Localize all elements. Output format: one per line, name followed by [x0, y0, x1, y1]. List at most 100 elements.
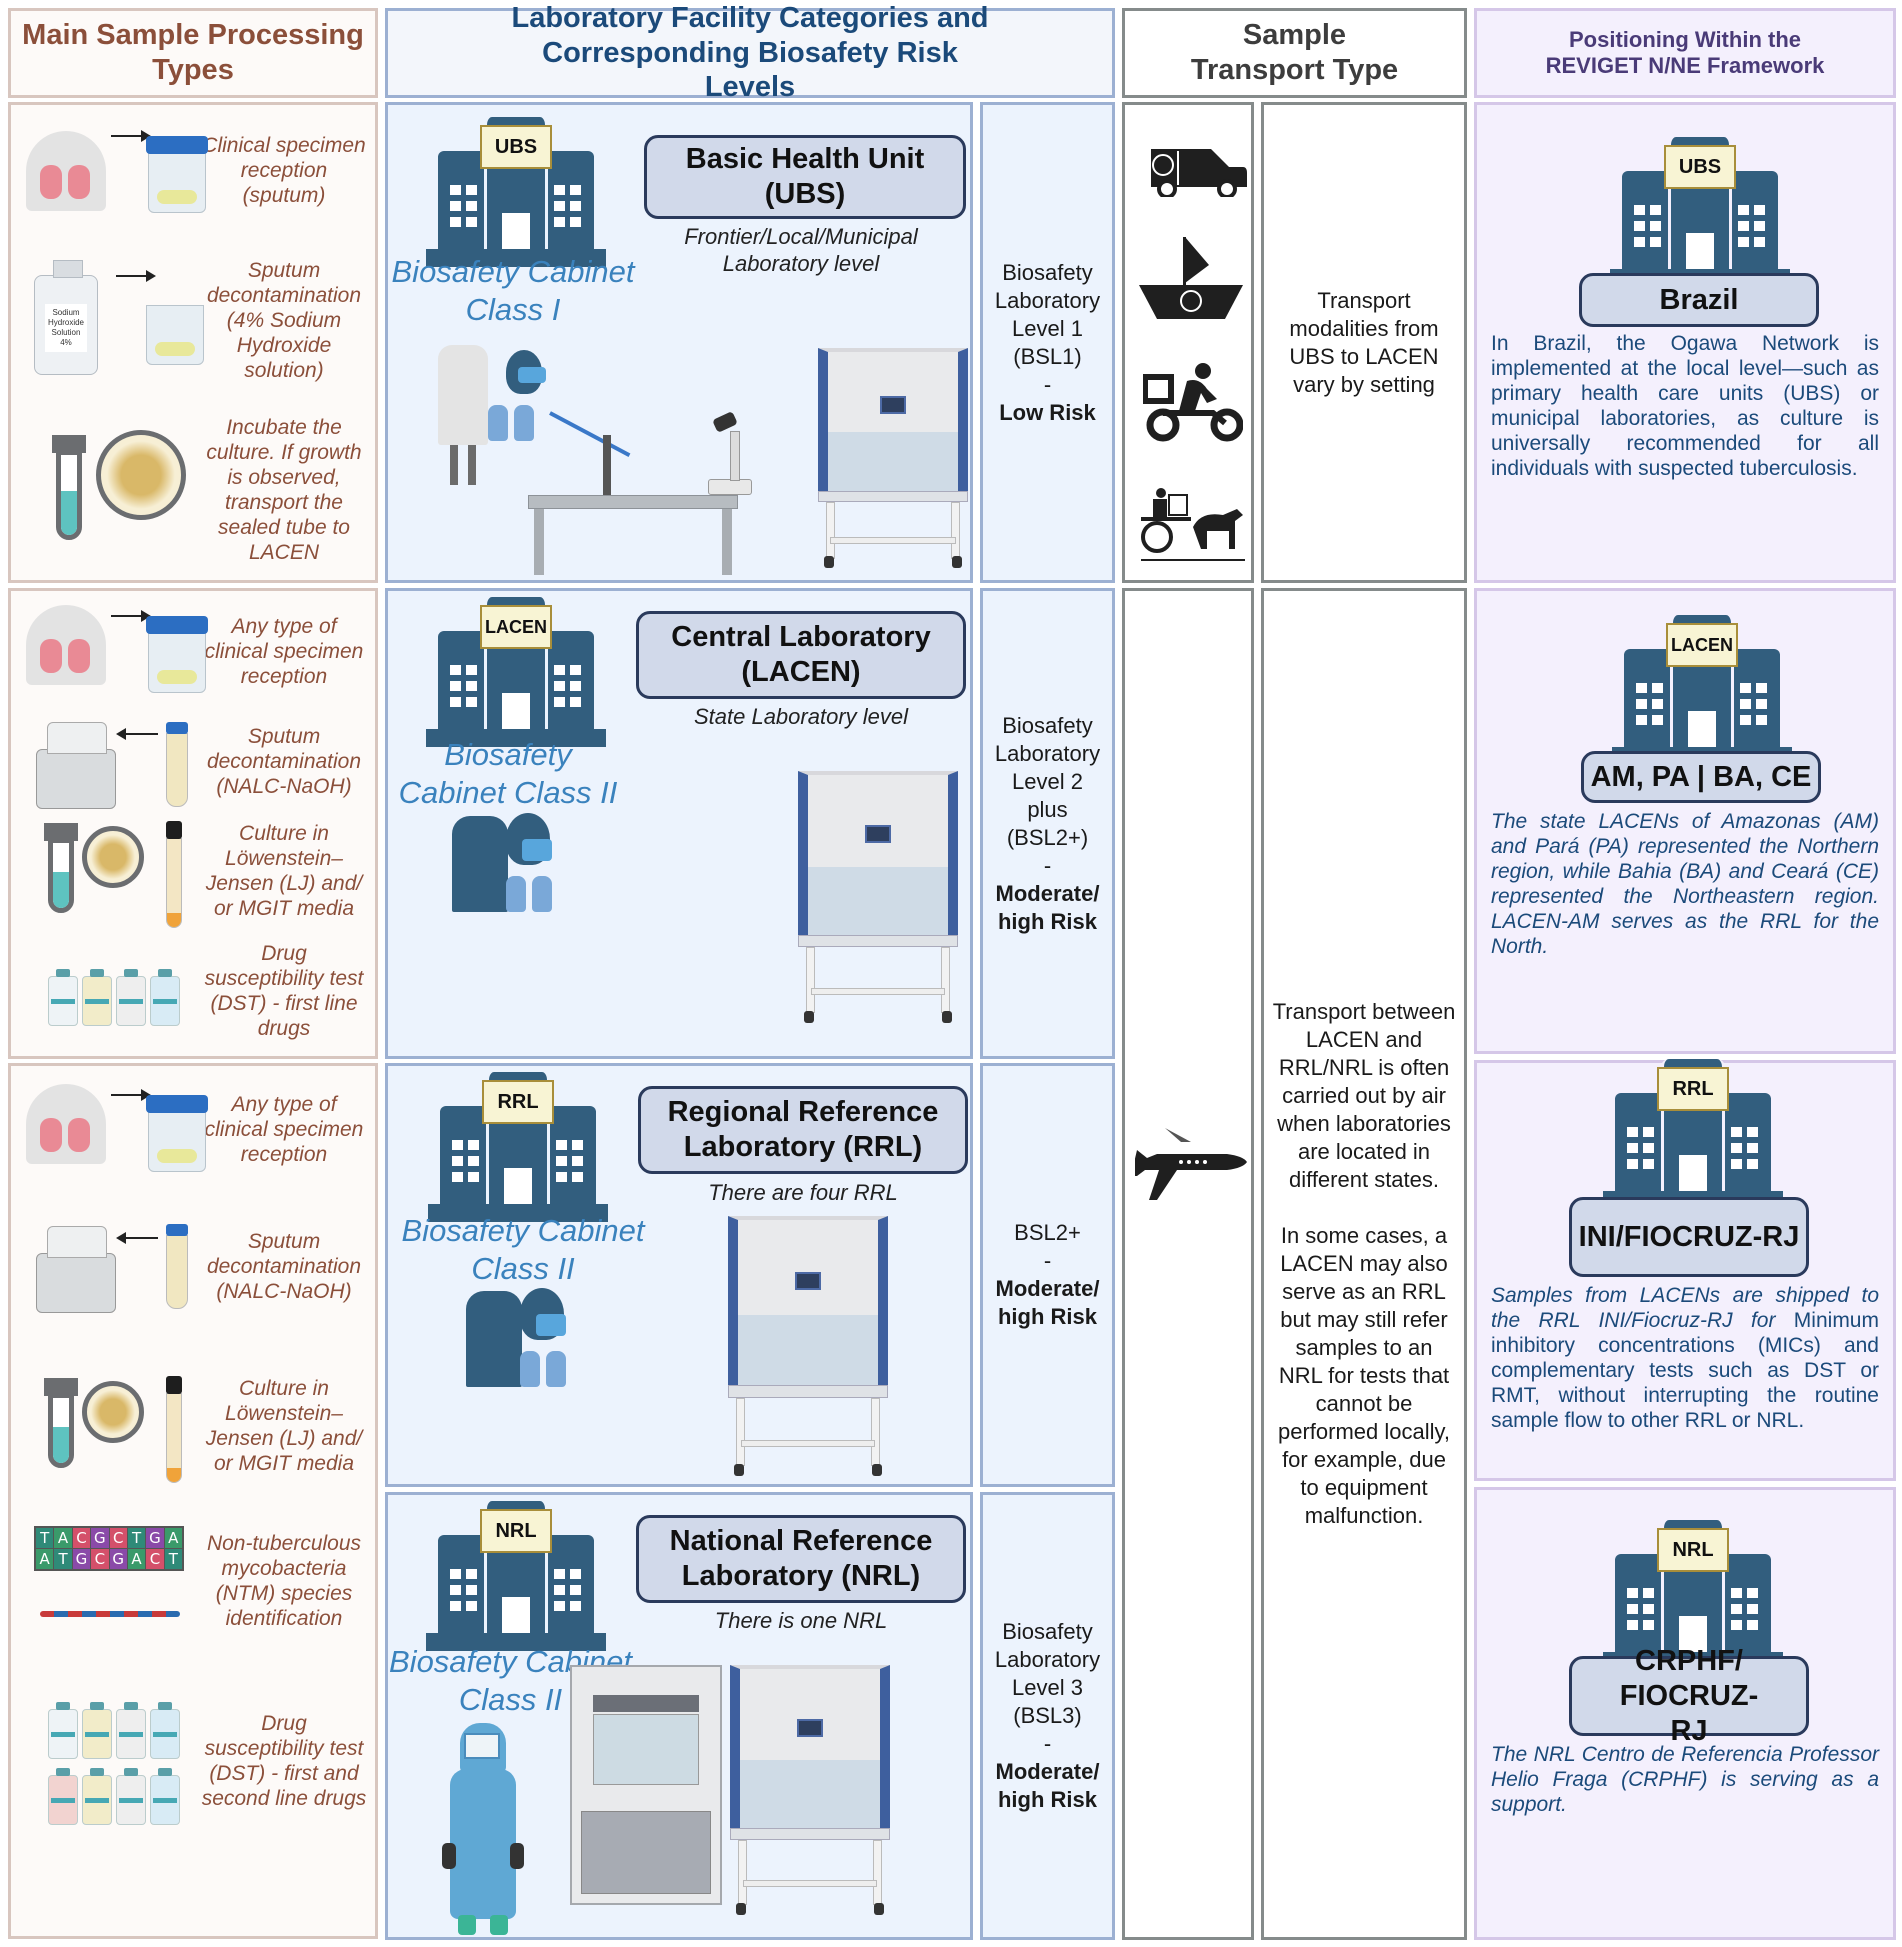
step-text: Drug susceptibility test (DST) - first l…: [204, 942, 364, 1040]
drug-vials-icon: [26, 936, 201, 1046]
centrifuge-icon: [26, 711, 201, 811]
risk-level: BSL2+-Moderate/ high Risk: [983, 1066, 1112, 1484]
cabinet-class: Biosafety Cabinet Class I: [391, 254, 635, 327]
step-text: Sputum decontamination (4% Sodium Hydrox…: [206, 258, 362, 382]
building-sign: LACEN: [1666, 623, 1738, 667]
building-sign: RRL: [1657, 1067, 1729, 1111]
facility-panel-rrl: RRL Regional Reference Laboratory (RRL) …: [385, 1063, 973, 1487]
step-lj-mgit-culture: Culture in Löwenstein–Jensen (LJ) and/ o…: [11, 1371, 375, 1483]
risk-dash: -: [1043, 852, 1052, 878]
facility-title: National Reference Laboratory (NRL): [636, 1515, 966, 1603]
dna-base: A: [54, 1528, 72, 1548]
dna-base: G: [72, 1549, 91, 1569]
framework-text: The NRL Centro de Referencia Professor H…: [1491, 1743, 1879, 1816]
cabinet-class: Biosafety Cabinet Class II: [401, 1213, 645, 1286]
risk-level: Biosafety Laboratory Level 3 (BSL3)-Mode…: [983, 1495, 1112, 1937]
bottle-label: Sodium Hydroxide Solution 4%: [45, 304, 87, 352]
step-text: Sputum decontamination (NALC-NaOH): [206, 1229, 362, 1303]
step-sputum-reception: Clinical specimen reception (sputum): [11, 113, 375, 228]
building-sign: LACEN: [480, 605, 552, 649]
drug-vials-icon: [26, 1691, 201, 1831]
step-nalc-decontamination: Sputum decontamination (NALC-NaOH): [11, 1211, 375, 1321]
risk-label: Moderate/ high Risk: [995, 880, 1100, 934]
fume-hood-icon: [570, 1665, 722, 1905]
building-icon: LACEN: [426, 597, 606, 747]
building-icon: RRL: [1603, 1059, 1783, 1209]
step-text: Sputum decontamination (NALC-NaOH): [206, 724, 362, 798]
glove-icon: [514, 405, 534, 441]
step-nalc-decontamination: Sputum decontamination (NALC-NaOH): [11, 711, 375, 811]
step-incubate-culture: Incubate the culture. If growth is obser…: [11, 410, 375, 570]
facility-subtitle: There are four RRL: [708, 1180, 898, 1205]
mask: [518, 367, 546, 383]
step-text: Non-tuberculous mycobacteria (NTM) speci…: [206, 1532, 362, 1630]
header-framework: Positioning Within the REVIGET N/NE Fram…: [1474, 8, 1896, 98]
transport-icons-air: [1122, 588, 1254, 1940]
biosafety-cabinet-icon: [798, 771, 958, 1023]
dna-base: A: [36, 1549, 54, 1569]
framework-label: Brazil: [1579, 273, 1819, 327]
building-sign: UBS: [480, 125, 552, 169]
dna-base: G: [146, 1528, 164, 1548]
dna-base: A: [127, 1549, 146, 1569]
header-transport-text: Sample Transport Type: [1190, 19, 1399, 86]
transport-air-text: Transport between LACEN and RRL/NRL is o…: [1264, 591, 1464, 1937]
header-processing-types: Main Sample Processing Types: [8, 8, 378, 98]
delivery-motorcycle-icon: [1143, 363, 1243, 442]
step-lj-mgit-culture: Culture in Löwenstein–Jensen (LJ) and/ o…: [11, 816, 375, 928]
facility-title: Central Laboratory (LACEN): [636, 611, 966, 699]
facility-subtitle: There is one NRL: [714, 1608, 888, 1633]
sputum-collection-icon: [26, 113, 208, 228]
building-icon: LACEN: [1612, 615, 1792, 765]
sputum-collection-icon: [26, 599, 208, 704]
processing-panel-reference: Any type of clinical specimen reception …: [8, 1063, 378, 1939]
processing-panel-lacen: Any type of clinical specimen reception …: [8, 588, 378, 1059]
framework-panel-rrl: RRL INI/FIOCRUZ-RJ Samples from LACENs a…: [1474, 1059, 1896, 1481]
dna-base: G: [91, 1528, 109, 1548]
framework-text-italic: Samples from LACENs are shipped to the R…: [1491, 1284, 1879, 1332]
step-text: Any type of clinical specimen reception: [204, 1092, 364, 1166]
risk-panel-nrl: Biosafety Laboratory Level 3 (BSL3)-Mode…: [980, 1492, 1115, 1940]
lab-table-icon: [528, 495, 738, 575]
pipette-icon: [549, 411, 631, 458]
risk-dash: -: [1043, 1731, 1052, 1756]
facility-title: Basic Health Unit (UBS): [644, 135, 966, 219]
step-text: Incubate the culture. If growth is obser…: [206, 416, 362, 564]
protective-gown-icon: [466, 1291, 522, 1387]
risk-level: Biosafety Laboratory Level 1 (BSL1)-Low …: [983, 105, 1112, 580]
risk-label: Moderate/ high Risk: [995, 1276, 1100, 1329]
header-processing-text: Main Sample Processing Types: [22, 19, 364, 86]
dna-base: T: [127, 1528, 146, 1548]
risk-dash: -: [1043, 1248, 1052, 1273]
dna-base: C: [146, 1549, 164, 1569]
risk-level-text: Biosafety Laboratory Level 3 (BSL3): [994, 1619, 1101, 1728]
dna-helix: [40, 1611, 180, 1617]
dna-base: T: [164, 1549, 182, 1569]
biosafety-cabinet-icon: [728, 1216, 888, 1476]
biosafety-cabinet-icon: [730, 1665, 890, 1915]
facility-panel-lacen: LACEN Central Laboratory (LACEN) State L…: [385, 588, 973, 1059]
framework-panel-brazil: UBS Brazil In Brazil, the Ogawa Network …: [1474, 102, 1896, 583]
framework-label: CRPHF/ FIOCRUZ-RJ: [1569, 1645, 1809, 1747]
centrifuge-icon: [26, 1211, 201, 1321]
sputum-collection-icon: [26, 1074, 208, 1184]
building-icon: NRL: [426, 1501, 606, 1651]
dna-base: C: [72, 1528, 91, 1548]
cabinet-class: Biosafety Cabinet Class II: [398, 737, 618, 810]
framework-label: AM, PA | BA, CE: [1581, 751, 1821, 803]
risk-panel-lacen: Biosafety Laboratory Level 2 plus (BSL2+…: [980, 588, 1115, 1059]
biohazard-van-icon: [1151, 149, 1247, 197]
airplane-icon: [1135, 1128, 1247, 1200]
header-facilities-text: Laboratory Facility Categories and Corre…: [511, 1, 989, 104]
framework-text: The state LACENs of Amazonas (AM) and Pa…: [1491, 810, 1879, 958]
processing-panel-ubs: Clinical specimen reception (sputum) Sod…: [8, 102, 378, 583]
culture-tube-icon: [26, 1371, 201, 1483]
building-sign: NRL: [1657, 1528, 1729, 1572]
risk-level-text: Biosafety Laboratory Level 1 (BSL1): [994, 259, 1101, 369]
step-text: Drug susceptibility test (DST) - first a…: [201, 1712, 367, 1810]
microscope-icon: [708, 411, 752, 495]
facility-subtitle: State Laboratory level: [693, 704, 909, 729]
building-icon: UBS: [426, 117, 606, 267]
